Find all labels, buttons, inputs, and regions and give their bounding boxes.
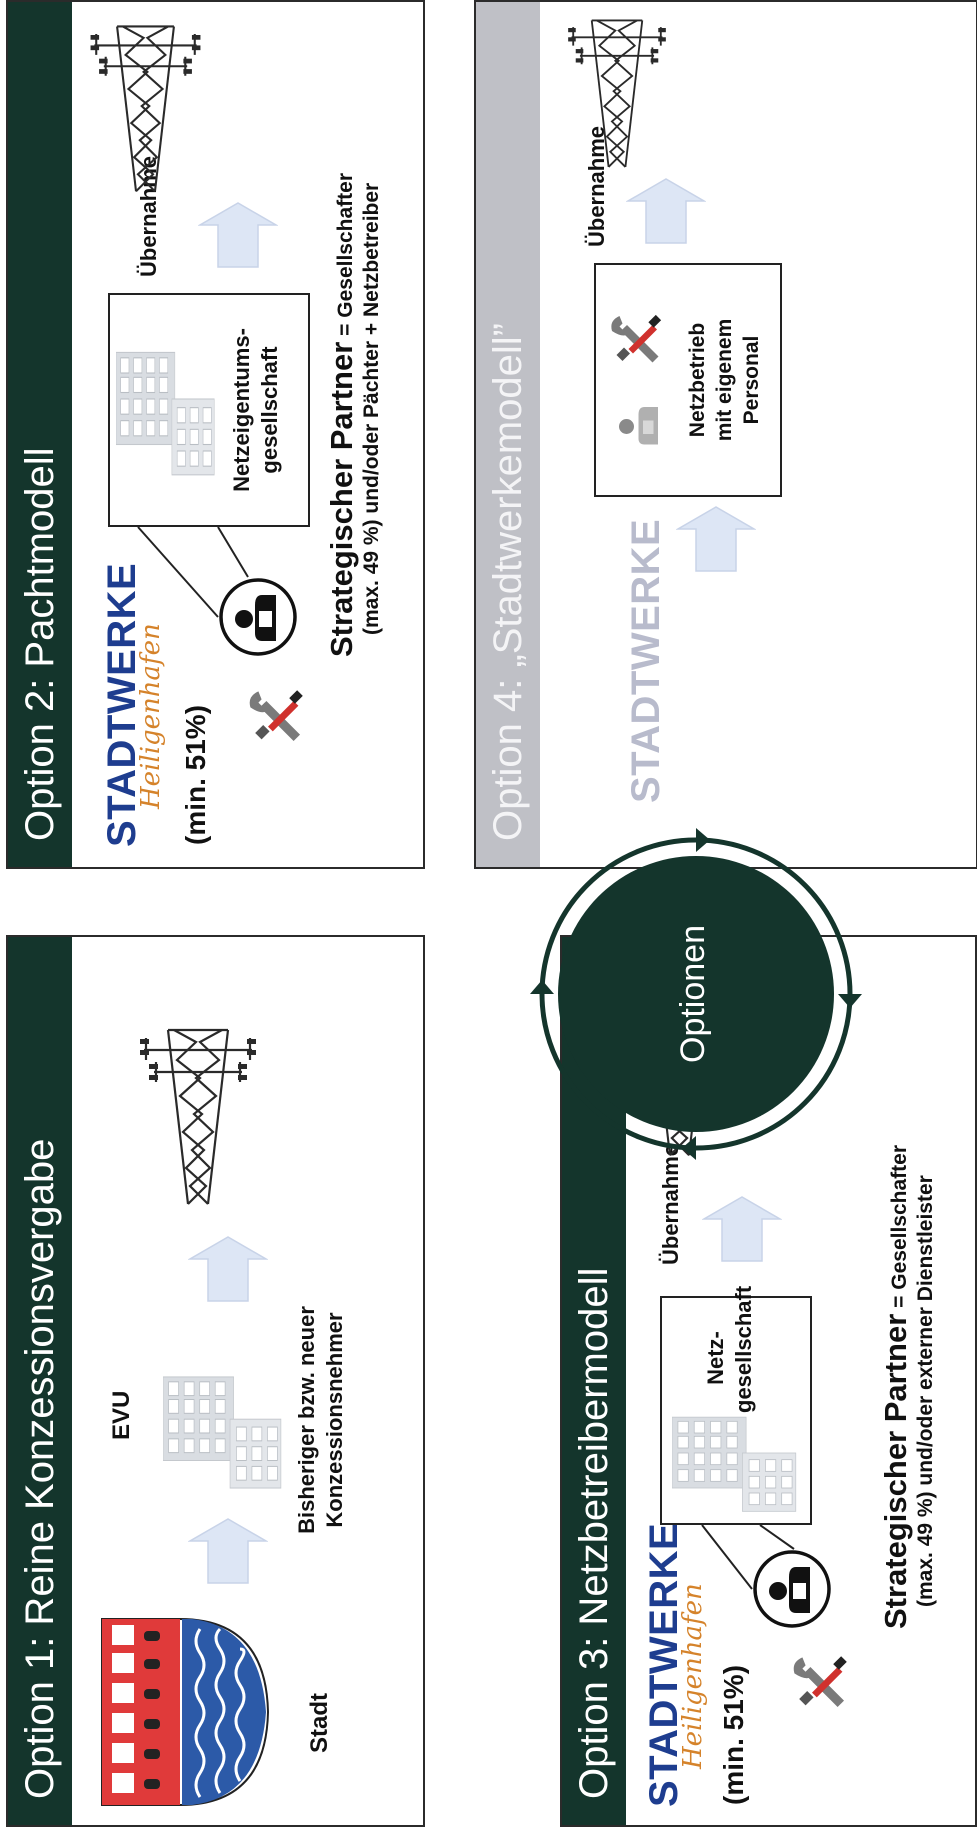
- partner-equals: = Gesellschafter: [334, 173, 357, 342]
- option3-panel: Option 3: Netzbetreibermodell STADTWERKE…: [560, 935, 977, 1827]
- arrow-icon: [626, 177, 706, 247]
- power-tower-icon: [138, 1020, 258, 1210]
- arrow-icon: [702, 1195, 782, 1265]
- building-icon: [163, 1372, 283, 1490]
- partner-note: Strategischer Partner = Gesellschafter (…: [324, 17, 384, 657]
- entity-label: Netz- gesellschaft: [703, 1285, 756, 1413]
- power-tower-icon: [562, 12, 672, 172]
- concession-holder-label: Bisheriger bzw. neuer Konzessionsnehmer: [294, 1306, 347, 1534]
- cycle-ring: [530, 828, 862, 1160]
- evu-label: EVU: [108, 1390, 135, 1440]
- partner-title: Strategischer Partner: [324, 341, 359, 657]
- building-icon: [116, 347, 216, 477]
- option1-title: Option 1: Reine Konzessionsvergabe: [8, 937, 72, 1825]
- connector-lines: [137, 526, 249, 618]
- stadt-label: Stadt: [306, 1693, 333, 1753]
- connector-lines: [701, 1524, 795, 1590]
- entity-label: Netzbetrieb mit eigenem Personal: [686, 318, 763, 442]
- partner-note: Strategischer Partner = Gesellschafter (…: [878, 949, 938, 1629]
- arrow-icon: [676, 505, 756, 575]
- arrow-icon: [188, 1517, 268, 1587]
- options-hub-label: Optionen: [674, 925, 712, 1063]
- option1-panel: Option 1: Reine Konzessionsvergabe Stadt…: [6, 935, 425, 1827]
- option4-panel: Option 4: „Stadtwerkemodell” STADTWERKE …: [474, 0, 977, 869]
- stadtwerke-logo: STADTWERKE: [624, 518, 668, 803]
- network-entity-box: Netz- gesellschaft: [660, 1285, 812, 1525]
- option4-title: Option 4: „Stadtwerkemodell”: [476, 2, 540, 867]
- building-icon: [672, 1413, 798, 1513]
- own-operation-box: Netzbetrieb mit eigenem Personal: [594, 263, 782, 497]
- entity-label: Netzeigentums- gesellschaft: [229, 328, 282, 492]
- partner-title: Strategischer Partner: [878, 1313, 913, 1629]
- person-icon: [610, 395, 670, 455]
- partner-detail: (max. 49 %) und/oder Pächter + Netzbetre…: [360, 182, 383, 635]
- arrow-icon: [188, 1235, 268, 1305]
- partner-equals: = Gesellschafter: [888, 1145, 911, 1314]
- option2-panel: Option 2: Pachtmodell STADTWERKE Heilige…: [6, 0, 425, 869]
- ownership-entity-box: Netzeigentums- gesellschaft: [108, 293, 310, 527]
- tools-icon: [606, 310, 666, 370]
- power-tower-icon: [88, 17, 203, 197]
- arrow-icon: [198, 201, 278, 271]
- partner-detail: (max. 49 %) und/oder externer Dienstleis…: [914, 1175, 937, 1607]
- city-crest-icon: [100, 1617, 270, 1807]
